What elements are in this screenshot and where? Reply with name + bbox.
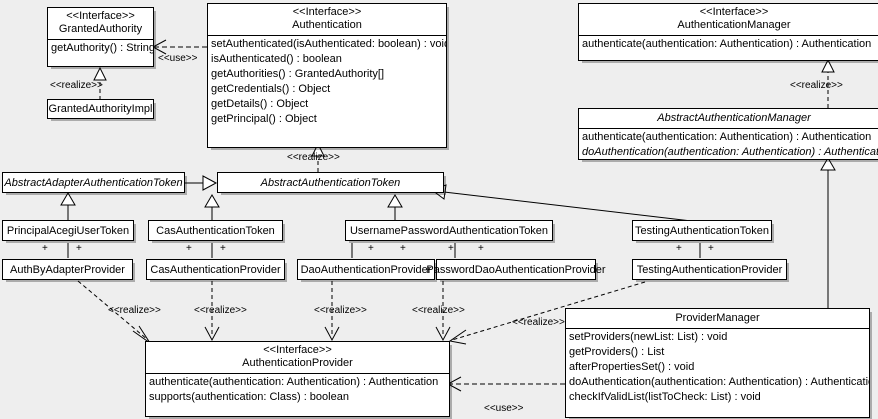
operation-item: supports(authentication: Class) : boolea…	[149, 391, 349, 403]
class-header: <<Interface>> AuthenticationProvider	[146, 342, 449, 373]
class-name: Authentication	[292, 19, 362, 31]
operation-item: doAuthentication(authentication: Authent…	[569, 376, 869, 388]
class-authentication[interactable]: <<Interface>> Authentication setAuthenti…	[207, 3, 447, 148]
edge-label-realize-cas-provider: <<realize>>	[194, 305, 247, 316]
edge-label-realize-dao-provider: <<realize>>	[314, 305, 367, 316]
operations-compartment: authenticate(authentication: Authenticat…	[579, 36, 878, 53]
multiplicity-marker: +	[368, 243, 374, 254]
class-name: AuthenticationManager	[677, 19, 791, 31]
class-username-password-authentication-token[interactable]: UsernamePasswordAuthenticationToken	[345, 220, 553, 241]
divider	[566, 328, 869, 329]
divider	[579, 35, 878, 36]
class-name: TestingAuthenticationToken	[635, 224, 769, 237]
class-auth-by-adapter-provider[interactable]: AuthByAdapterProvider	[2, 259, 133, 280]
divider	[146, 373, 449, 374]
multiplicity-marker: +	[676, 243, 682, 254]
class-name: AbstractAuthenticationManager	[657, 112, 811, 124]
class-header: <<Interface>> AuthenticationManager	[579, 4, 878, 35]
stereotype-label: <<Interface>>	[66, 10, 135, 22]
class-cas-authentication-provider[interactable]: CasAuthenticationProvider	[146, 259, 285, 280]
edge-label-realize-auth-by-adapter: <<realize>>	[108, 305, 161, 316]
stereotype-label: <<Interface>>	[699, 6, 769, 18]
class-name: PasswordDaoAuthenticationProvider	[426, 263, 606, 276]
multiplicity-marker: +	[708, 243, 714, 254]
multiplicity-marker: +	[186, 243, 192, 254]
operation-item: doAuthentication(authentication: Authent…	[582, 146, 878, 158]
operation-item: getAuthorities() : GrantedAuthority[]	[211, 68, 385, 80]
class-authentication-provider[interactable]: <<Interface>> AuthenticationProvider aut…	[145, 341, 450, 417]
class-name: GrantedAuthority	[58, 23, 143, 35]
class-provider-manager[interactable]: ProviderManager setProviders(newList: Li…	[565, 308, 870, 418]
operation-item: checkIfValidList(listToCheck: List) : vo…	[569, 391, 761, 403]
operation-item: setAuthenticated(isAuthenticated: boolea…	[211, 38, 446, 50]
operation-item: setProviders(newList: List) : void	[569, 331, 728, 343]
class-name: AbstractAdapterAuthenticationToken	[4, 176, 183, 189]
class-header: <<Interface>> Authentication	[208, 4, 446, 35]
operation-item: getPrincipal() : Object	[211, 113, 317, 125]
operations-compartment: setProviders(newList: List) : void getPr…	[566, 329, 869, 406]
edge-label-use-provider-manager: <<use>>	[484, 403, 524, 414]
class-name: AuthenticationProvider	[242, 357, 353, 369]
operations-compartment: authenticate(authentication: Authenticat…	[579, 129, 878, 161]
class-name: UsernamePasswordAuthenticationToken	[349, 224, 549, 237]
operation-item: authenticate(authentication: Authenticat…	[582, 38, 872, 50]
operation-item: authenticate(authentication: Authenticat…	[149, 376, 439, 388]
class-name: TestingAuthenticationProvider	[636, 263, 783, 276]
multiplicity-marker: +	[76, 243, 82, 254]
class-name: AbstractAuthenticationToken	[260, 176, 401, 189]
class-abstract-authentication-token[interactable]: AbstractAuthenticationToken	[217, 172, 444, 193]
class-header: ProviderManager	[566, 309, 869, 328]
stereotype-label: <<Interface>>	[263, 344, 332, 356]
class-password-dao-authentication-provider[interactable]: PasswordDaoAuthenticationProvider	[426, 259, 606, 280]
operation-item: getProviders() : List	[569, 346, 665, 358]
edge-label-realize-password-dao-provider: <<realize>>	[412, 305, 465, 316]
class-principal-acegi-user-token[interactable]: PrincipalAcegiUserToken	[2, 220, 134, 241]
class-name: GrantedAuthorityImpl	[48, 103, 153, 115]
multiplicity-marker: +	[448, 243, 454, 254]
operation-item: isAuthenticated() : boolean	[211, 53, 342, 65]
class-cas-authentication-token[interactable]: CasAuthenticationToken	[148, 220, 283, 241]
class-name: AuthByAdapterProvider	[10, 263, 125, 276]
divider	[579, 128, 878, 129]
class-header: AbstractAuthenticationManager	[579, 109, 878, 128]
divider	[48, 39, 153, 40]
operations-compartment: getAuthority() : String	[48, 40, 153, 57]
class-name: DaoAuthenticationProvider	[300, 263, 432, 276]
stereotype-label: <<Interface>>	[292, 6, 362, 18]
operations-compartment: authenticate(authentication: Authenticat…	[146, 374, 449, 406]
class-name: PrincipalAcegiUserToken	[6, 224, 130, 237]
operations-compartment: setAuthenticated(isAuthenticated: boolea…	[208, 36, 446, 128]
operation-item: getAuthority() : String	[51, 42, 153, 54]
class-name: CasAuthenticationProvider	[150, 263, 281, 276]
edge-label-realize-testing-provider: <<realize>>	[512, 317, 565, 328]
class-granted-authority-impl[interactable]: GrantedAuthorityImpl	[47, 99, 154, 119]
operation-item: afterPropertiesSet() : void	[569, 361, 695, 373]
operation-item: getCredentials() : Object	[211, 83, 331, 95]
class-abstract-authentication-manager[interactable]: AbstractAuthenticationManager authentica…	[578, 108, 878, 160]
edge-label-realize-abstract-auth-manager: <<realize>>	[790, 80, 843, 91]
class-authentication-manager[interactable]: <<Interface>> AuthenticationManager auth…	[578, 3, 878, 61]
class-granted-authority[interactable]: <<Interface>> GrantedAuthority getAuthor…	[47, 7, 154, 67]
class-testing-authentication-token[interactable]: TestingAuthenticationToken	[632, 220, 772, 241]
class-abstract-adapter-authentication-token[interactable]: AbstractAdapterAuthenticationToken	[2, 172, 185, 193]
class-header: <<Interface>> GrantedAuthority	[48, 8, 153, 39]
multiplicity-marker: +	[42, 243, 48, 254]
operation-item: getDetails() : Object	[211, 98, 309, 110]
multiplicity-marker: +	[478, 243, 484, 254]
class-name: ProviderManager	[675, 312, 760, 324]
edge-label-realize-granted-authority-impl: <<realize>>	[50, 80, 103, 91]
multiplicity-marker: +	[400, 243, 406, 254]
edge-label-realize-abstract-auth-token: <<realize>>	[287, 152, 340, 163]
edge-label-use-granted-authority: <<use>>	[158, 53, 198, 64]
class-name: CasAuthenticationToken	[156, 224, 275, 237]
divider	[208, 35, 446, 36]
multiplicity-marker: +	[220, 243, 226, 254]
class-testing-authentication-provider[interactable]: TestingAuthenticationProvider	[632, 259, 787, 280]
class-dao-authentication-provider[interactable]: DaoAuthenticationProvider	[297, 259, 435, 280]
operation-item: authenticate(authentication: Authenticat…	[582, 131, 872, 143]
